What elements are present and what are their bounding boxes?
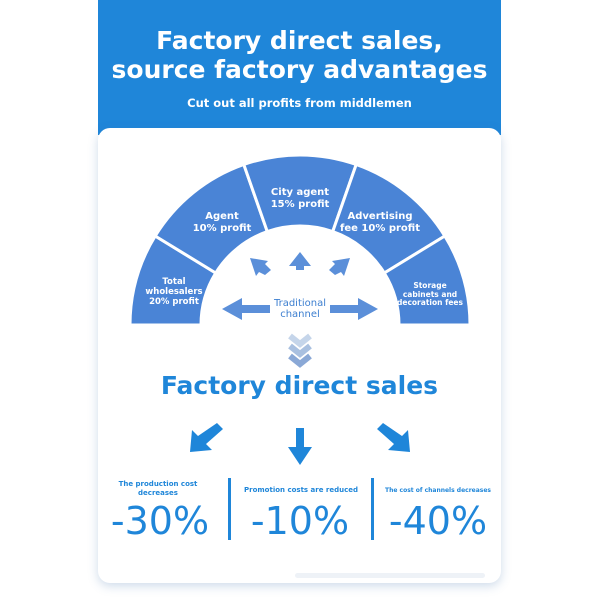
factory-direct-title: Factory direct sales bbox=[160, 371, 439, 400]
chevron-down-icon bbox=[288, 333, 312, 368]
stat-divider-right bbox=[371, 478, 374, 540]
segment-label-total-wholesalers: Total wholesalers 20% profit bbox=[145, 277, 203, 307]
stat-label-channel-costs: The cost of channels decreases bbox=[385, 487, 491, 494]
fan-segment-storage-cabinets bbox=[382, 234, 472, 327]
arrow-down-left-icon bbox=[190, 423, 223, 452]
page-subtitle: Cut out all profits from middlemen bbox=[187, 96, 412, 110]
segment-label-storage-cabinets: Storage cabinets and decoration fees bbox=[397, 281, 463, 308]
page-title-line2: source factory advantages bbox=[111, 55, 488, 84]
arrow-up-icon bbox=[289, 252, 311, 270]
stat-value-promotion-costs: -10% bbox=[250, 499, 350, 543]
stat-label-production-cost: The production cost decreases bbox=[118, 480, 198, 497]
page-title-line1: Factory direct sales, bbox=[156, 26, 443, 55]
segment-label-advertising-fee: Advertising fee 10% profit bbox=[340, 211, 420, 234]
arrow-right-icon bbox=[330, 298, 378, 320]
arrow-up-right-icon bbox=[329, 258, 350, 276]
segment-label-city-agent: City agent 15% profit bbox=[270, 187, 330, 210]
header-banner bbox=[98, 0, 501, 135]
watermark bbox=[295, 573, 485, 578]
arrow-down-icon bbox=[288, 428, 312, 465]
arrow-down-right-icon bbox=[377, 423, 410, 452]
stat-divider-left bbox=[228, 478, 231, 540]
traditional-channel-label: Traditional channel bbox=[273, 298, 327, 320]
stat-value-production-cost: -30% bbox=[110, 499, 210, 543]
arrow-left-icon bbox=[222, 298, 270, 320]
segment-label-agent: Agent 10% profit bbox=[192, 211, 252, 234]
stat-value-channel-costs: -40% bbox=[388, 499, 488, 543]
arrow-up-left-icon bbox=[250, 258, 271, 276]
stat-label-promotion-costs: Promotion costs are reduced bbox=[243, 486, 358, 494]
